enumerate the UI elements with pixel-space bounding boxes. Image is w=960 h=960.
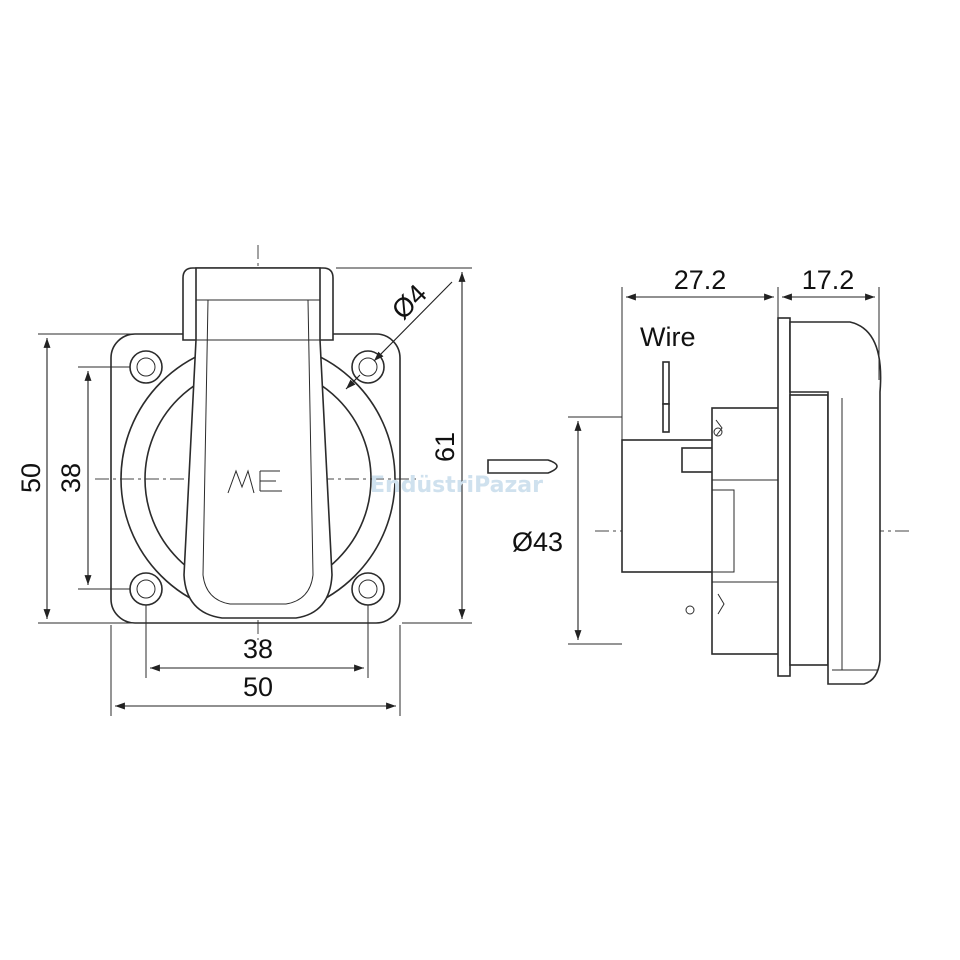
overall-height-label: 50 [16,463,46,493]
mount-diameter-label: Ø43 [512,527,563,557]
hole-diameter-label: Ø4 [386,279,433,326]
dimension-horizontal-hole-spacing: 38 [145,605,369,678]
vertical-hole-spacing-label: 38 [56,463,86,493]
side-view: Wire 27.2 [487,265,910,685]
dimension-overall-width: 50 [110,625,401,716]
logo-icon [227,469,282,494]
body-depth-label: 27.2 [674,265,727,295]
dimension-mount-diameter: Ø43 [512,416,622,645]
front-view: Ø4 61 50 38 38 [16,245,472,716]
front-depth-label: 17.2 [802,265,855,295]
dimension-vertical-hole-spacing: 38 [56,366,130,590]
dimension-front-depth: 17.2 [782,265,880,380]
dimension-lid-height: 61 [336,267,472,624]
wire-icon [662,361,670,433]
loose-pin [487,459,558,474]
dimension-body-depth: 27.2 [621,265,779,440]
wire-label: Wire [640,322,696,352]
overall-width-label: 50 [243,672,273,702]
flange-and-cover [777,317,882,685]
dimension-overall-height: 50 [16,333,134,624]
hinged-lid [182,267,334,619]
horizontal-hole-spacing-label: 38 [243,634,273,664]
lid-height-label: 61 [430,432,460,462]
rear-body [621,407,783,655]
watermark-text: EndüstriPazar [370,473,543,498]
